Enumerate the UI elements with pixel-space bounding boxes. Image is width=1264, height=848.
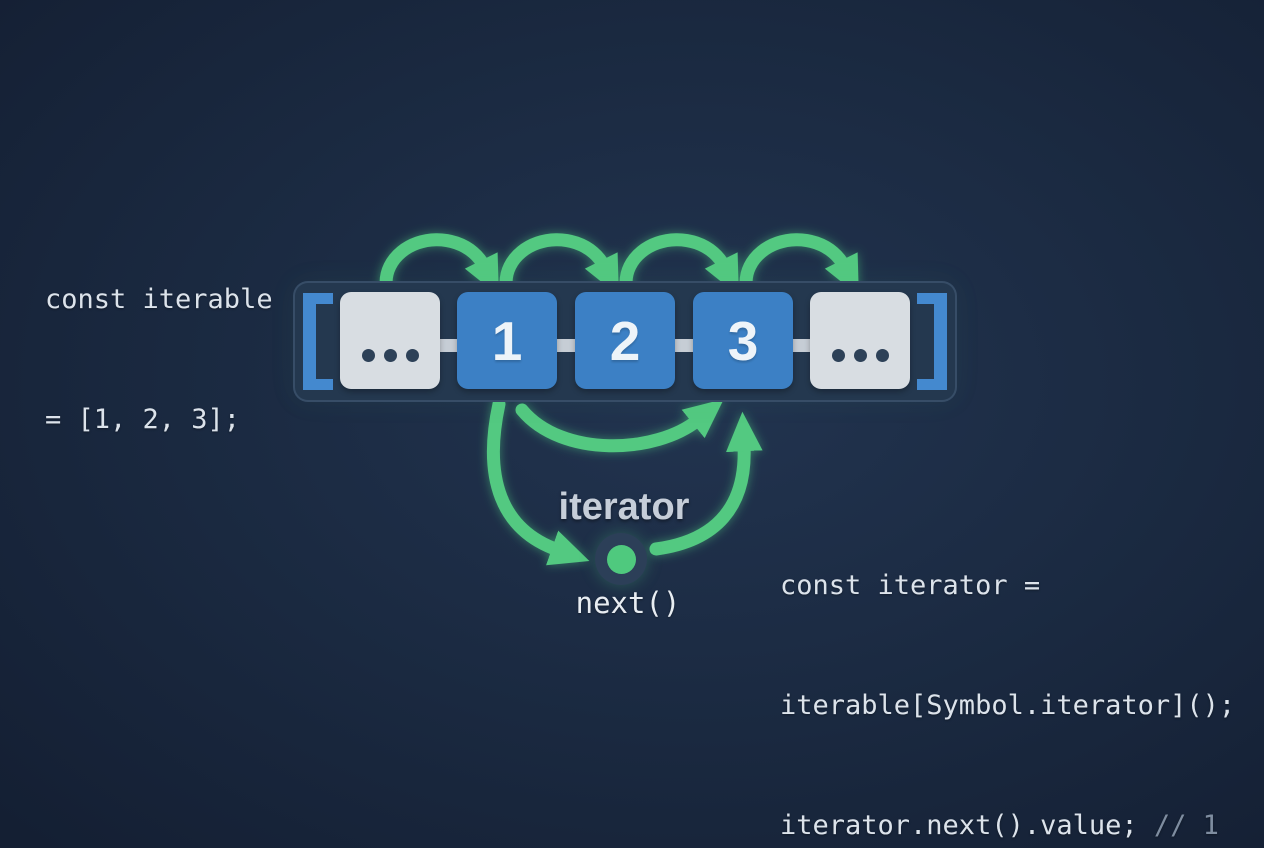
iterator-label: iterator bbox=[558, 486, 690, 528]
iterator-code-line-3-code: iterator.next().value; bbox=[780, 810, 1154, 841]
open-bracket-icon bbox=[303, 293, 333, 390]
loop-inner-arrow-icon bbox=[515, 399, 724, 453]
iterable-code-line-2: = [1, 2, 3]; bbox=[45, 404, 241, 435]
array-container: 1 2 3 bbox=[293, 281, 957, 402]
loop-down-arrow-icon bbox=[486, 397, 590, 566]
iterable-code-block: const iterable = [1, 2, 3]; bbox=[45, 200, 273, 520]
iterable-code-line-1: const iterable bbox=[45, 284, 273, 315]
iterator-code-block: const iterator = iterable[Symbol.iterato… bbox=[780, 486, 1235, 848]
cell-value: 1 bbox=[491, 309, 523, 372]
hop-arrow-3-icon bbox=[619, 233, 739, 306]
hop-arrow-2-icon bbox=[499, 233, 619, 306]
hop-arrow-1-icon bbox=[379, 233, 499, 306]
iterator-dot-icon bbox=[595, 533, 647, 585]
ellipsis-icon bbox=[361, 349, 419, 362]
array-cell-1: 1 bbox=[457, 292, 557, 389]
cell-connector bbox=[789, 339, 813, 352]
ellipsis-icon bbox=[831, 349, 889, 362]
cell-connector bbox=[553, 339, 578, 352]
hop-arrow-4-icon bbox=[739, 233, 859, 306]
loop-up-arrow-icon bbox=[649, 411, 763, 556]
cell-connector bbox=[436, 339, 460, 352]
cell-connector bbox=[671, 339, 696, 352]
cell-value: 3 bbox=[727, 309, 759, 372]
iterator-code-line-2: iterable[Symbol.iterator](); bbox=[780, 690, 1236, 721]
array-cell-ellipsis-left bbox=[340, 292, 440, 389]
iterator-code-line-3: iterator.next().value; // 1 bbox=[780, 806, 1235, 846]
array-cell-3: 3 bbox=[693, 292, 793, 389]
array-cell-ellipsis-right bbox=[810, 292, 910, 389]
iterator-code-line-1: const iterator = bbox=[780, 570, 1041, 601]
next-method-label: next() bbox=[575, 586, 681, 620]
cell-value: 2 bbox=[609, 309, 641, 372]
close-bracket-icon bbox=[917, 293, 947, 390]
array-cell-2: 2 bbox=[575, 292, 675, 389]
iterator-code-line-3-comment: // 1 bbox=[1153, 810, 1219, 841]
iterator-dot-core bbox=[606, 544, 636, 574]
